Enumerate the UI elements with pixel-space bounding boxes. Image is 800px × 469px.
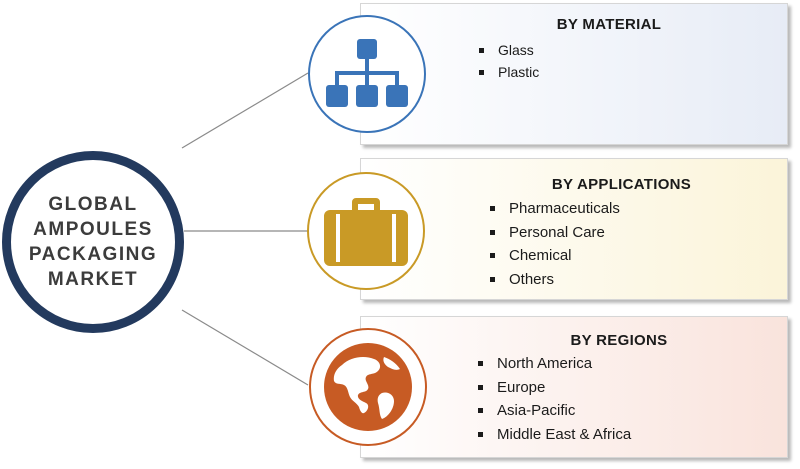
connector-line-material — [181, 72, 309, 149]
applications-icon-disc — [316, 181, 416, 281]
list-item: Pharmaceuticals — [487, 197, 620, 221]
applications-list: Pharmaceuticals Personal Care Chemical O… — [487, 197, 620, 291]
globe-icon — [324, 343, 412, 431]
regions-panel: BY REGIONS North America Europe Asia-Pac… — [360, 316, 788, 458]
list-item: Others — [487, 268, 620, 292]
list-item: Personal Care — [487, 221, 620, 245]
hierarchy-icon — [326, 39, 408, 107]
list-item: Chemical — [487, 244, 620, 268]
list-item: Glass — [476, 39, 539, 61]
material-panel-title: BY MATERIAL — [556, 16, 662, 33]
applications-panel-title: BY APPLICATIONS — [551, 176, 692, 193]
connector-line-regions — [181, 309, 309, 386]
material-icon-disc — [317, 24, 417, 124]
applications-icon-circle — [307, 172, 425, 290]
regions-panel-title: BY REGIONS — [570, 332, 668, 349]
list-item: Asia-Pacific — [475, 399, 631, 423]
list-item: North America — [475, 352, 631, 376]
material-list: Glass Plastic — [476, 39, 539, 83]
list-item: Europe — [475, 376, 631, 400]
applications-panel: BY APPLICATIONS Pharmaceuticals Personal… — [360, 158, 788, 300]
material-panel: BY MATERIAL Glass Plastic — [360, 3, 788, 145]
regions-icon-circle — [309, 328, 427, 446]
hub-title: GLOBAL AMPOULES PACKAGING MARKET — [28, 194, 158, 290]
market-hub: GLOBAL AMPOULES PACKAGING MARKET — [2, 151, 184, 333]
list-item: Plastic — [476, 61, 539, 83]
material-icon-circle — [308, 15, 426, 133]
briefcase-icon — [324, 198, 408, 266]
regions-list: North America Europe Asia-Pacific Middle… — [475, 352, 631, 446]
list-item: Middle East & Africa — [475, 423, 631, 447]
regions-icon-disc — [318, 337, 418, 437]
